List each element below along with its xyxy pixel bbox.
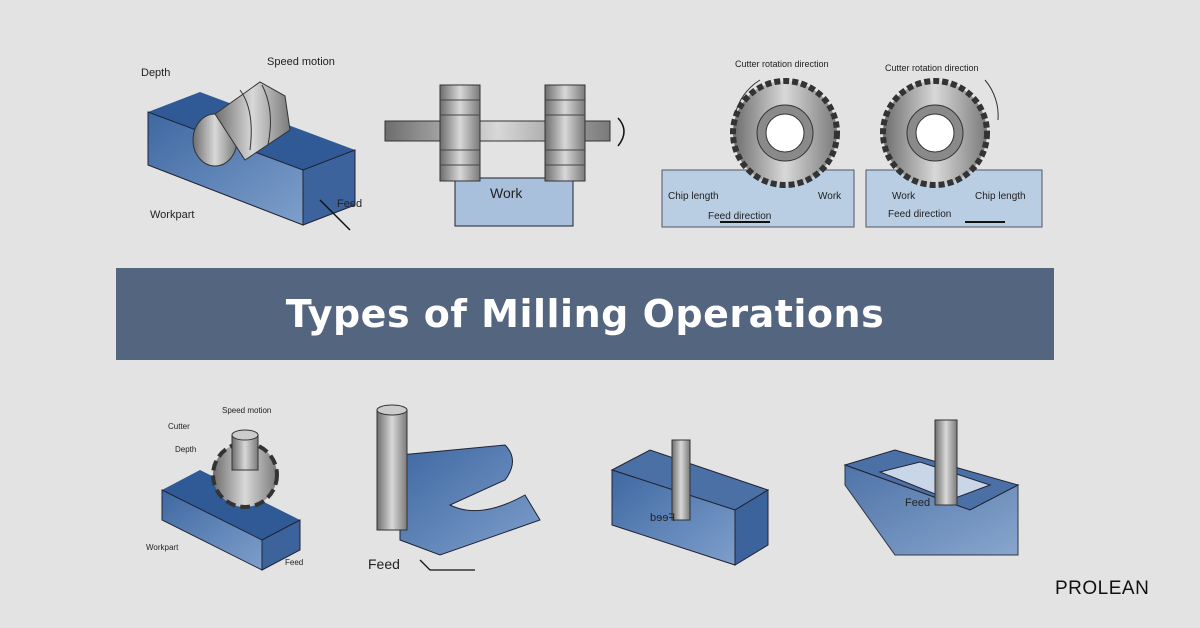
page-title: Types of Milling Operations bbox=[285, 292, 885, 336]
label-workpart: Workpart bbox=[150, 209, 195, 221]
profile-milling-diagram bbox=[376, 404, 541, 571]
label-speed-motion: Speed motion bbox=[267, 56, 335, 68]
feed-text: Feed bbox=[650, 512, 676, 524]
slab-milling-diagram bbox=[147, 81, 356, 231]
label-feed: Feed bbox=[368, 556, 400, 572]
up-milling-diagram bbox=[661, 78, 855, 228]
label-cutter: Cutter bbox=[168, 422, 190, 431]
label-workpart: Workpart bbox=[146, 543, 179, 552]
label-work: Work bbox=[818, 191, 842, 202]
label-feed-mirrored: Feed bbox=[650, 512, 675, 524]
label-depth: Depth bbox=[141, 67, 171, 79]
label-chip-length: Chip length bbox=[975, 191, 1026, 202]
pocket-milling-diagram bbox=[843, 419, 1020, 556]
label-depth: Depth bbox=[175, 445, 197, 454]
face-milling-diagram bbox=[161, 429, 301, 571]
down-milling-diagram bbox=[865, 78, 1043, 228]
brand-logo: PROLEAN bbox=[1055, 578, 1150, 599]
label-feed-direction: Feed direction bbox=[888, 209, 952, 220]
label-chip-length: Chip length bbox=[668, 191, 719, 202]
label-work: Work bbox=[892, 191, 916, 202]
label-cutter-rotation: Cutter rotation direction bbox=[885, 63, 979, 73]
label-feed: Feed bbox=[337, 198, 363, 210]
contour-milling-diagram bbox=[610, 439, 770, 566]
label-work: Work bbox=[490, 185, 523, 201]
straddle-milling-diagram bbox=[384, 84, 625, 227]
label-feed: Feed bbox=[285, 558, 304, 567]
label-feed-direction: Feed direction bbox=[708, 211, 772, 222]
label-cutter-rotation: Cutter rotation direction bbox=[735, 59, 829, 69]
label-feed: Feed bbox=[905, 497, 931, 509]
title-banner: Types of Milling Operations bbox=[116, 268, 1054, 360]
label-speed-motion: Speed motion bbox=[222, 406, 272, 415]
